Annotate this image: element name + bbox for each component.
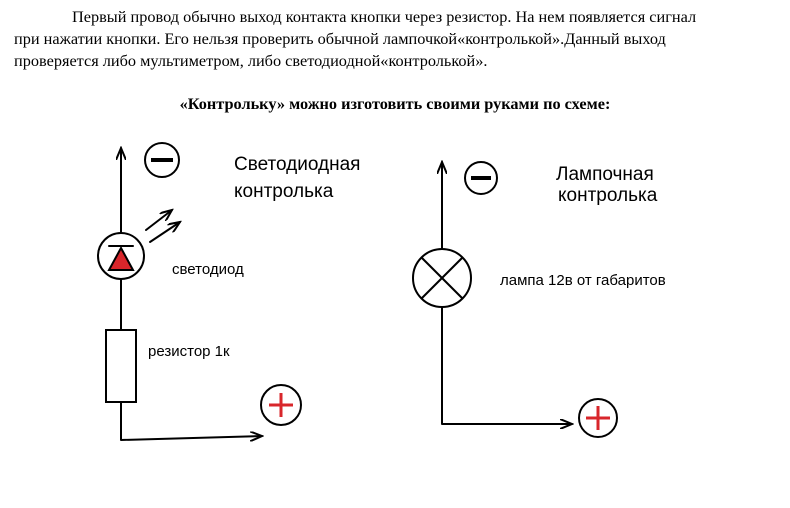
led-tester-circuit: Светодиодная контролька светодиод резист…	[97, 142, 360, 440]
bottom-wire-arrow	[441, 306, 572, 424]
led-tester-title-line2: контролька	[234, 181, 334, 202]
bottom-wire-arrow	[120, 401, 262, 440]
schema-heading: «Контрольку» можно изготовить своими рук…	[179, 94, 611, 113]
light-emission-icon	[145, 210, 180, 243]
plus-circle-icon	[260, 384, 302, 426]
led-label: светодиод	[172, 261, 244, 278]
paragraph-line-2: при нажатии кнопки. Его нельзя проверить…	[14, 29, 666, 48]
lamp-tester-title-line1: Лампочная	[556, 164, 654, 185]
paragraph-line-1: Первый провод обычно выход контакта кноп…	[72, 7, 697, 26]
resistor-icon	[105, 329, 137, 403]
lamp-icon	[412, 248, 472, 308]
plus-circle-icon	[578, 398, 618, 438]
lamp-tester-circuit: Лампочная контролька лампа 12в от габари…	[412, 161, 666, 438]
minus-circle-icon	[144, 142, 180, 178]
paragraph-line-3: проверяется либо мультиметром, либо свет…	[14, 51, 488, 70]
intro-paragraph: Первый провод обычно выход контакта кноп…	[14, 6, 776, 72]
led-icon	[97, 232, 145, 280]
led-tester-title-line1: Светодиодная	[234, 154, 360, 175]
lamp-tester-title-line2: контролька	[558, 185, 658, 206]
resistor-label: резистор 1к	[148, 343, 230, 360]
minus-circle-icon	[464, 161, 498, 195]
lamp-label: лампа 12в от габаритов	[500, 272, 666, 289]
